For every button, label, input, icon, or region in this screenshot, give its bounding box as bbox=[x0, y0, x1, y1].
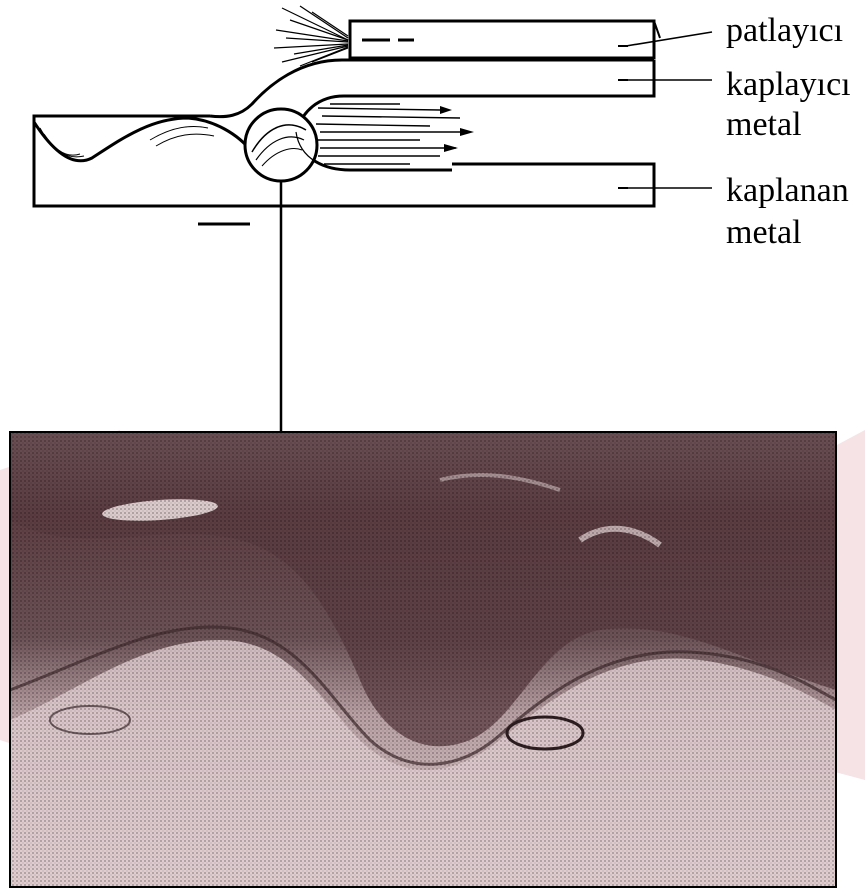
base-metal-plate bbox=[34, 116, 654, 206]
label-cladding-metal-line2: metal bbox=[726, 106, 802, 144]
detonation-spray bbox=[274, 6, 348, 66]
interface-waves bbox=[40, 127, 214, 157]
label-explosive: patlayıcı bbox=[726, 12, 843, 50]
jet-arrows bbox=[440, 106, 474, 152]
label-base-metal: kaplanan bbox=[726, 172, 849, 210]
magnifier-circle bbox=[245, 109, 350, 181]
plate-ticks bbox=[618, 46, 628, 188]
jet-streaks bbox=[314, 104, 470, 164]
label-cladding-metal: kaplayıcı bbox=[726, 66, 851, 104]
micrograph bbox=[10, 432, 836, 887]
explosive-plate bbox=[350, 21, 660, 58]
label-base-metal-line2: metal bbox=[726, 214, 802, 252]
